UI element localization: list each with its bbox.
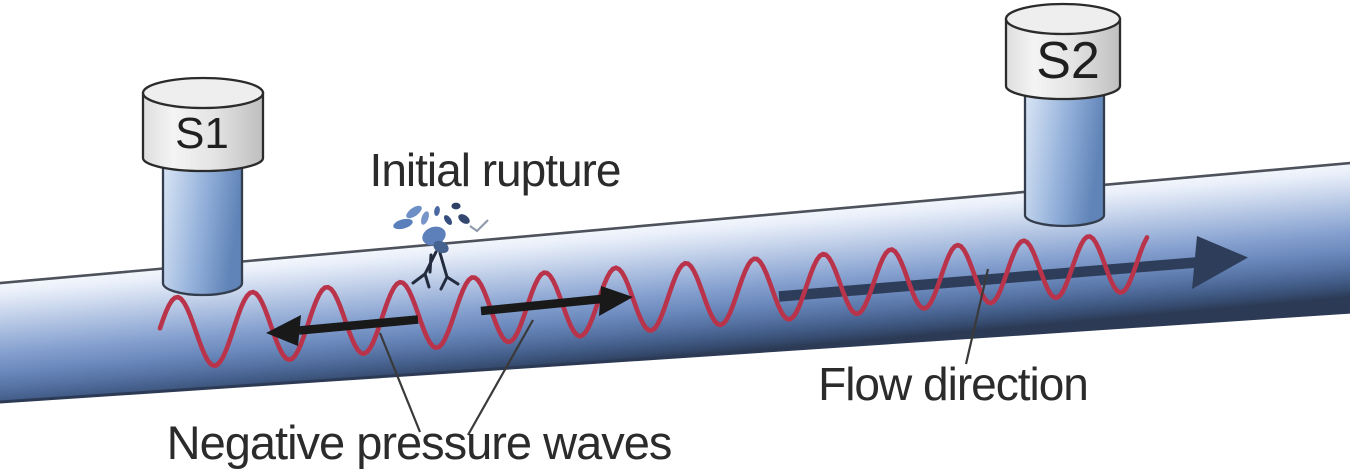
wave-arrow-right-shaft xyxy=(480,294,607,316)
rupture-splash-icon xyxy=(393,202,489,291)
wave-arrow-right xyxy=(480,286,633,316)
sensor-s2-label: S2 xyxy=(1036,32,1100,90)
npw-pointer-line-left xyxy=(378,332,422,433)
sensor-s1-cap-top xyxy=(141,76,265,110)
flow-pointer-line xyxy=(964,268,990,365)
sensor-s1-label: S1 xyxy=(175,109,229,158)
pipe-bottom-edge xyxy=(0,310,1350,404)
sensor-s1-cap xyxy=(141,91,265,173)
initial-rupture-label: Initial rupture xyxy=(369,144,622,196)
npw-pointer-line-right xyxy=(467,319,534,436)
wave-arrow-left-shaft xyxy=(298,315,419,335)
sensor-s2-cap-top xyxy=(1004,2,1122,36)
wave-arrow-left-head xyxy=(266,315,301,346)
sensor-s2 xyxy=(1004,2,1122,228)
wave-arrow-left xyxy=(266,315,419,346)
sensor-s2-cap xyxy=(1004,17,1122,101)
rupture-cracks xyxy=(411,250,460,291)
sensor-s1 xyxy=(141,76,265,297)
negative-pressure-waves-label: Negative pressure waves xyxy=(166,416,673,469)
sensor-s2-stem xyxy=(1023,78,1106,228)
sensor-s1-stem xyxy=(161,148,244,297)
flow-direction-label: Flow direction xyxy=(818,358,1089,410)
annotation-lines xyxy=(378,268,990,436)
flow-arrow-head xyxy=(1192,236,1248,289)
splash-droplet-mark xyxy=(469,219,489,233)
wave-arrow-right-head xyxy=(599,286,633,316)
flow-arrow-shaft xyxy=(778,256,1203,302)
flow-arrow xyxy=(778,236,1248,302)
